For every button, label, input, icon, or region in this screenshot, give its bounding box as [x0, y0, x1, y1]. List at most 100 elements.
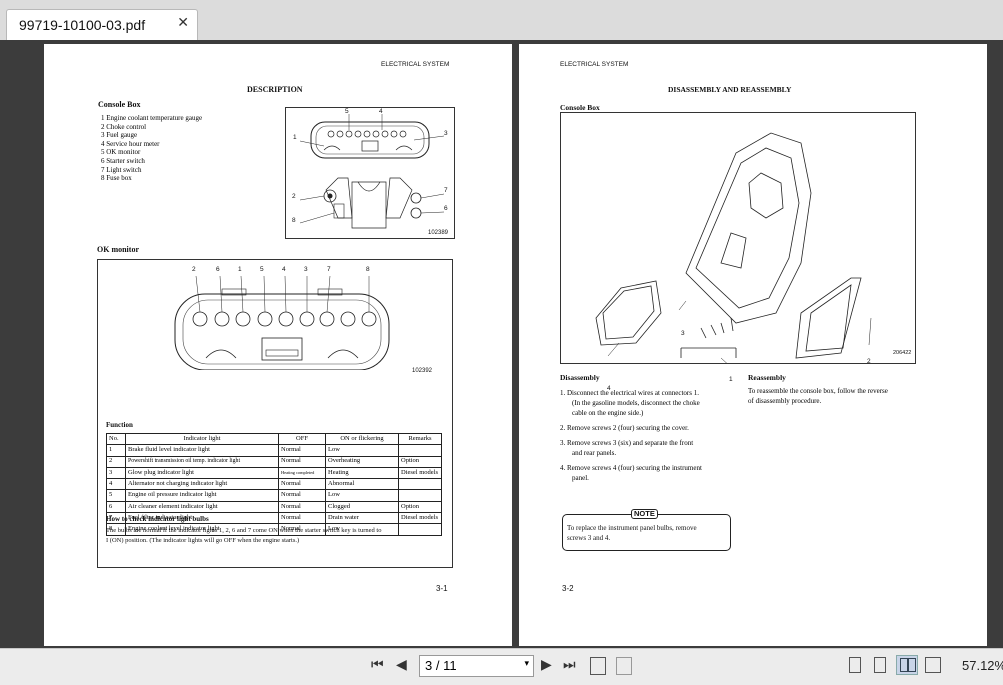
- chevron-down-icon: ▾: [524, 659, 529, 669]
- list-item: 2 Choke control: [101, 122, 147, 131]
- step-line: cable on the engine side.): [572, 409, 644, 417]
- disassembly-heading: Disassembly: [560, 373, 600, 382]
- tab-bar: 99719-10100-03.pdf ✕: [0, 0, 1003, 41]
- table-cell: Heating completed: [278, 466, 326, 480]
- callout-label: 6: [216, 266, 220, 273]
- table-cell: 3: [106, 466, 126, 480]
- table-header: ON or flickering: [325, 432, 399, 446]
- previous-page-icon[interactable]: ◀: [396, 657, 407, 673]
- table-cell: Abnormal: [325, 478, 399, 491]
- table-cell: [398, 478, 442, 491]
- callout-label: 2: [867, 358, 871, 365]
- table-cell: Option: [398, 455, 442, 468]
- table-cell: Low: [325, 444, 399, 457]
- callout-label: 8: [366, 266, 370, 273]
- step-line: and rear panels.: [572, 449, 617, 457]
- first-page-icon[interactable]: ⏮: [371, 657, 384, 673]
- ok-monitor-frame: 2 6 1 5 4 3 7 8 102392: [97, 259, 453, 568]
- console-item-list: 1 Engine coolant temperature gauge 2 Cho…: [101, 114, 202, 183]
- table-cell: Overheating: [325, 455, 399, 468]
- table-cell: Diesel models: [398, 466, 442, 480]
- table-cell: 1: [106, 444, 126, 457]
- console-exploded-drawing: [595, 132, 872, 363]
- reassembly-heading: Reassembly: [748, 373, 786, 382]
- table-header: Remarks: [398, 432, 442, 446]
- zoom-level[interactable]: 57.12%: [962, 658, 1003, 673]
- go-back-icon[interactable]: [590, 657, 606, 675]
- note-text: To replace the instrument panel bulbs, r…: [567, 524, 697, 532]
- note-label: NOTE: [631, 509, 658, 519]
- table-cell: Low: [325, 523, 399, 536]
- single-page-view-icon[interactable]: [849, 657, 861, 673]
- list-item: 3 Fuel gauge: [101, 131, 138, 140]
- callout-label: 5: [260, 266, 264, 273]
- table-cell: Normal: [278, 455, 326, 468]
- step-line: 3. Remove screws 3 (six) and separate th…: [560, 439, 694, 447]
- indicator-table: No. Indicator light OFF ON or flickering…: [106, 432, 442, 536]
- callout-label: 2: [292, 193, 296, 200]
- step-line: panel.: [572, 474, 589, 482]
- table-cell: Normal: [278, 512, 326, 525]
- check-heading: How to check indicator light bulbs: [106, 515, 209, 523]
- list-item: 5 OK monitor: [101, 148, 141, 157]
- table-cell: Option: [398, 500, 442, 514]
- next-page-icon[interactable]: ▶: [541, 657, 552, 673]
- page-3-2: ELECTRICAL SYSTEM DISASSEMBLY AND REASSE…: [519, 44, 987, 646]
- two-page-view-icon[interactable]: [896, 655, 918, 675]
- callout-label: 1: [729, 376, 733, 383]
- running-header: ELECTRICAL SYSTEM: [560, 61, 629, 68]
- table-cell: 6: [106, 500, 126, 514]
- go-forward-icon[interactable]: [616, 657, 632, 675]
- tab-title: 99719-10100-03.pdf: [19, 17, 146, 33]
- reassembly-line: To reassemble the console box, follow th…: [748, 387, 888, 395]
- check-text: The bulbs are normal if the indicator li…: [106, 527, 382, 534]
- figure-code: 102389: [428, 230, 449, 236]
- figure-code: 206422: [893, 350, 912, 356]
- navigation-toolbar: [0, 648, 1003, 685]
- callout-label: 6: [444, 205, 448, 212]
- running-header: ELECTRICAL SYSTEM: [381, 61, 450, 68]
- callout-label: 8: [292, 217, 296, 224]
- document-viewer[interactable]: ELECTRICAL SYSTEM DESCRIPTION Console Bo…: [0, 40, 1003, 648]
- callout-label: 1: [293, 134, 297, 141]
- callout-label: 7: [327, 266, 331, 273]
- close-icon[interactable]: ✕: [177, 15, 189, 31]
- table-cell: Heating: [325, 466, 399, 480]
- ok-monitor-drawing: [174, 275, 390, 370]
- table-header-row: No. Indicator light OFF ON or flickering…: [106, 432, 442, 446]
- reassembly-text: To reassemble the console box, follow th…: [748, 386, 888, 406]
- table-header: OFF: [278, 432, 326, 446]
- table-cell: Powershift transmission oil temp. indica…: [125, 455, 279, 468]
- list-item: 8 Fuse box: [101, 174, 132, 183]
- table-cell: Normal: [278, 489, 326, 502]
- note-box: NOTE To replace the instrument panel bul…: [562, 509, 731, 551]
- table-cell: [398, 444, 442, 457]
- document-tab[interactable]: 99719-10100-03.pdf ✕: [6, 9, 198, 41]
- page-3-1: ELECTRICAL SYSTEM DESCRIPTION Console Bo…: [44, 44, 512, 646]
- table-cell: Alternator not charging indicator light: [125, 478, 279, 491]
- table-cell: Engine coolant level indicator light: [125, 523, 279, 536]
- table-cell: Clogged: [325, 500, 399, 514]
- ok-monitor-heading: OK monitor: [97, 245, 139, 254]
- console-box-figure: 5 4 1 3 2 7 6 8 102389: [285, 107, 455, 239]
- continuous-view-icon[interactable]: [874, 657, 886, 673]
- step-line: 4. Remove screws 4 (four) securing the i…: [560, 464, 702, 472]
- note-text: screws 3 and 4.: [567, 534, 611, 542]
- console-heading: Console Box: [560, 103, 600, 112]
- two-page-continuous-view-icon[interactable]: [925, 657, 941, 673]
- table-cell: Low: [325, 489, 399, 502]
- callout-label: 4: [282, 266, 286, 273]
- table-header: No.: [106, 432, 126, 446]
- callout-label: 7: [444, 187, 448, 194]
- table-cell: Engine oil pressure indicator light: [125, 489, 279, 502]
- last-page-icon[interactable]: ⏭: [563, 657, 576, 673]
- table-cell: Brake fluid level indicator light: [125, 444, 279, 457]
- console-heading: Console Box: [98, 100, 141, 109]
- page-number-select[interactable]: 3 / 11 ▾: [419, 655, 534, 677]
